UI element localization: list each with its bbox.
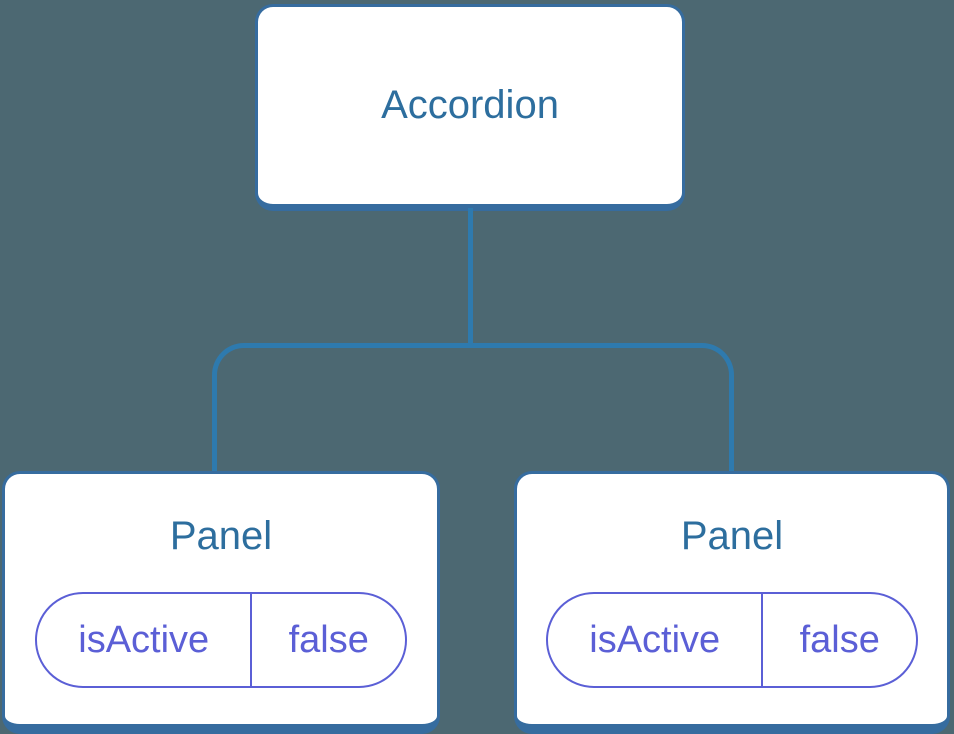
state-pill: isActive false [35,592,407,688]
state-key: isActive [37,594,253,686]
accordion-node-label: Accordion [381,83,559,127]
state-pill: isActive false [546,592,918,688]
panel-node-label: Panel [680,514,784,558]
state-key: isActive [548,594,764,686]
tree-node-panel-right: Panel isActive false [514,471,950,734]
state-value: false [799,618,880,661]
state-value: false [288,618,369,661]
connector-root-stub [468,208,473,348]
connector-branch-bracket [212,343,734,471]
panel-node-label: Panel [169,514,273,558]
tree-node-panel-left: Panel isActive false [2,471,440,734]
tree-node-accordion: Accordion [255,4,685,211]
